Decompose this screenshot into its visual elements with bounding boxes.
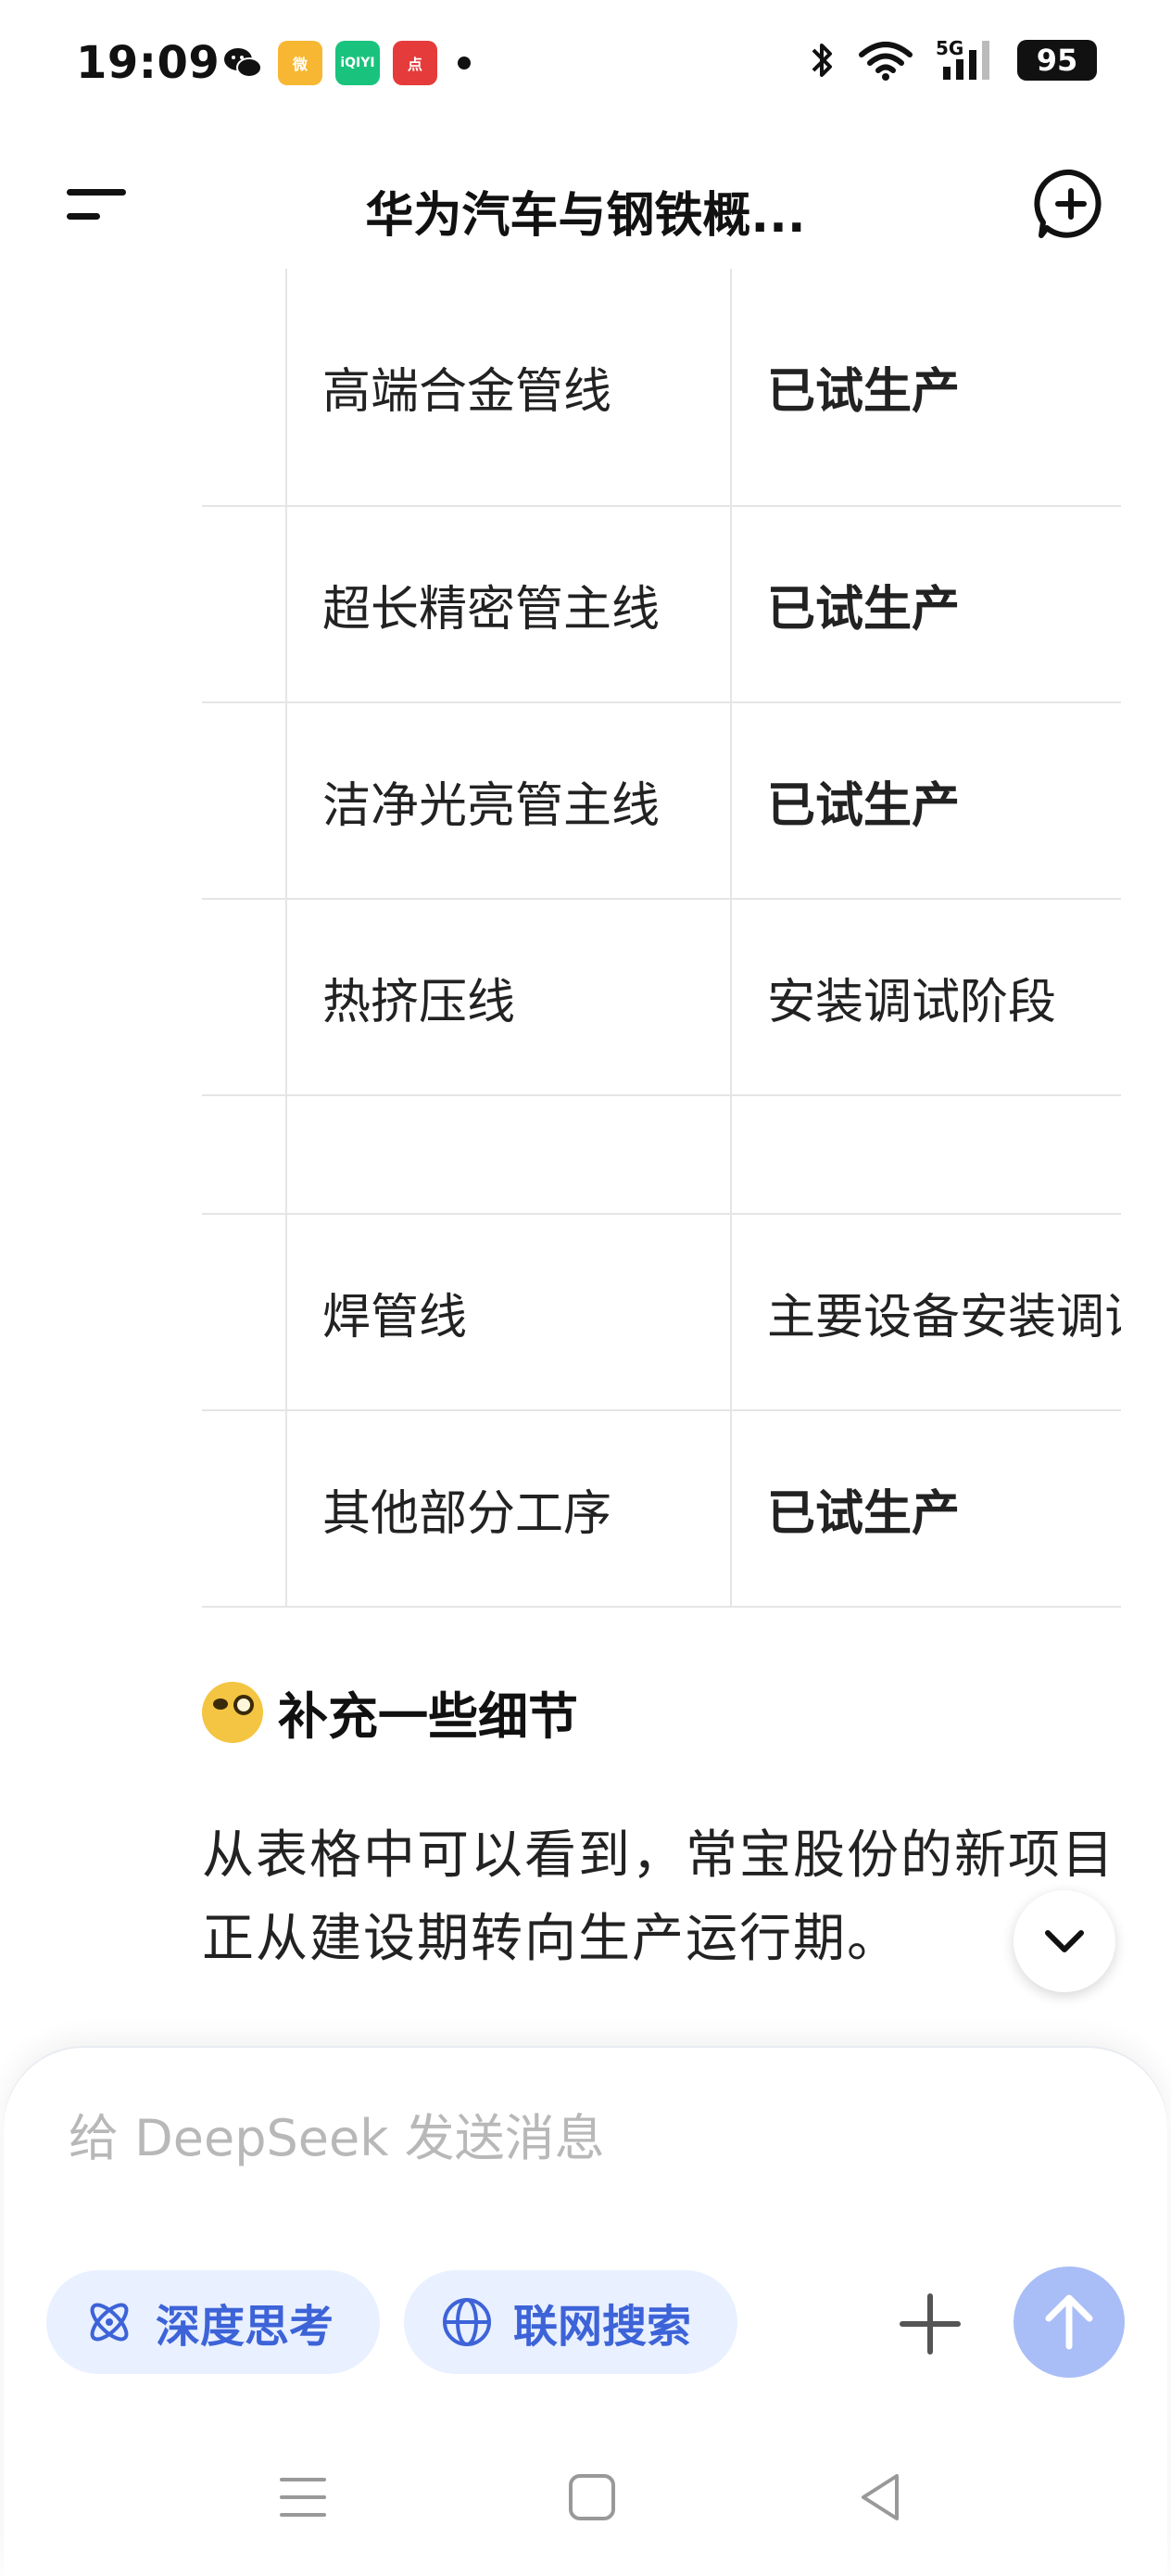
table-row: 热挤压线安装调试阶段 [202,899,1121,1096]
section-heading: 补充一些细节 [202,1675,578,1749]
table-cell-status: 已试生产 [731,506,1121,703]
nav-back-button[interactable] [850,2467,912,2528]
globe-icon [443,2298,491,2346]
battery-indicator: 95 [1017,40,1097,81]
chevron-down-icon [1045,1930,1084,1952]
arrow-up-icon [1045,2294,1093,2350]
send-button[interactable] [1014,2267,1125,2378]
table-cell-process: 热挤压线 [286,899,732,1096]
message-composer: 深度思考 联网搜索 [4,2048,1167,2576]
table-cell-index [202,1214,287,1411]
deep-think-label: 深度思考 [156,2301,334,2353]
table-cell-process: 高端合金管线 [286,269,732,507]
table-cell-status: 主要设备安装调试 [731,1214,1121,1411]
table-cell-index [202,702,287,900]
more-notifications-dot [458,57,471,69]
bluetooth-icon [812,44,832,77]
monocle-face-emoji-icon [202,1681,263,1743]
notification-icons: 微 iQIYI 点 [220,41,471,85]
table-cell-process [286,1095,732,1215]
table-cell-index [202,506,287,703]
table-cell-status: 已试生产 [731,269,1121,507]
table-cell-status: 已试生产 [731,702,1121,900]
section-heading-text: 补充一些细节 [278,1687,578,1746]
nav-recents-button[interactable] [272,2467,334,2528]
iqiyi-icon: iQIYI [335,41,380,85]
page-title: 华为汽车与钢铁概... [365,188,806,244]
table-row: 高端合金管线已试生产 [202,269,1121,507]
weibo-icon: 微 [278,41,322,85]
status-bar: 19:09 微 iQIYI 点 5G [0,0,1171,139]
square-icon [569,2474,615,2520]
new-chat-icon [1034,169,1102,238]
scroll-to-bottom-button[interactable] [1014,1890,1115,1992]
table-cell-index [202,269,287,507]
app-header: 华为汽车与钢铁概... [0,139,1171,269]
table-row: 焊管线主要设备安装调试 [202,1214,1121,1411]
table-row: 超长精密管主线已试生产 [202,506,1121,703]
table-cell-process: 超长精密管主线 [286,506,732,703]
table-cell-process: 其他部分工序 [286,1410,732,1608]
menu-lines-icon [280,2478,326,2517]
table-cell-index [202,899,287,1096]
attach-button[interactable] [893,2287,967,2361]
system-navigation-bar [0,2446,1171,2548]
table-row [202,1095,1121,1215]
wechat-icon [220,41,265,85]
web-search-button[interactable]: 联网搜索 [404,2270,737,2374]
plus-icon [900,2293,961,2355]
answer-paragraph: 从表格中可以看到，常宝股份的新项目正从建设期转向生产运行期。 [202,1825,1115,1969]
wifi-icon [859,42,913,81]
back-triangle-icon [862,2474,899,2520]
message-input[interactable] [69,2109,995,2167]
cellular-signal-icon: 5G [936,37,995,82]
nav-home-button[interactable] [561,2467,623,2528]
table-cell-process: 焊管线 [286,1214,732,1411]
dianping-icon: 点 [393,41,437,85]
menu-button[interactable] [65,180,130,228]
deep-think-button[interactable]: 深度思考 [46,2270,380,2374]
sidebar-menu-icon [67,189,126,220]
status-time: 19:09 [76,37,220,89]
table-cell-process: 洁净光亮管主线 [286,702,732,900]
table-cell-index [202,1410,287,1608]
project-status-table: 高端合金管线已试生产超长精密管主线已试生产洁净光亮管主线已试生产热挤压线安装调试… [202,269,1121,1608]
web-search-label: 联网搜索 [513,2301,692,2353]
system-icons: 5G 95 [808,37,1097,82]
network-type: 5G [936,37,964,59]
table-row: 其他部分工序已试生产 [202,1410,1121,1608]
table-cell-status: 安装调试阶段 [731,899,1121,1096]
new-chat-button[interactable] [1034,167,1108,241]
atom-icon [90,2303,129,2342]
table-cell-status: 已试生产 [731,1410,1121,1608]
table-cell-status [731,1095,1121,1215]
table-row: 洁净光亮管主线已试生产 [202,702,1121,900]
table-cell-index [202,1095,287,1215]
